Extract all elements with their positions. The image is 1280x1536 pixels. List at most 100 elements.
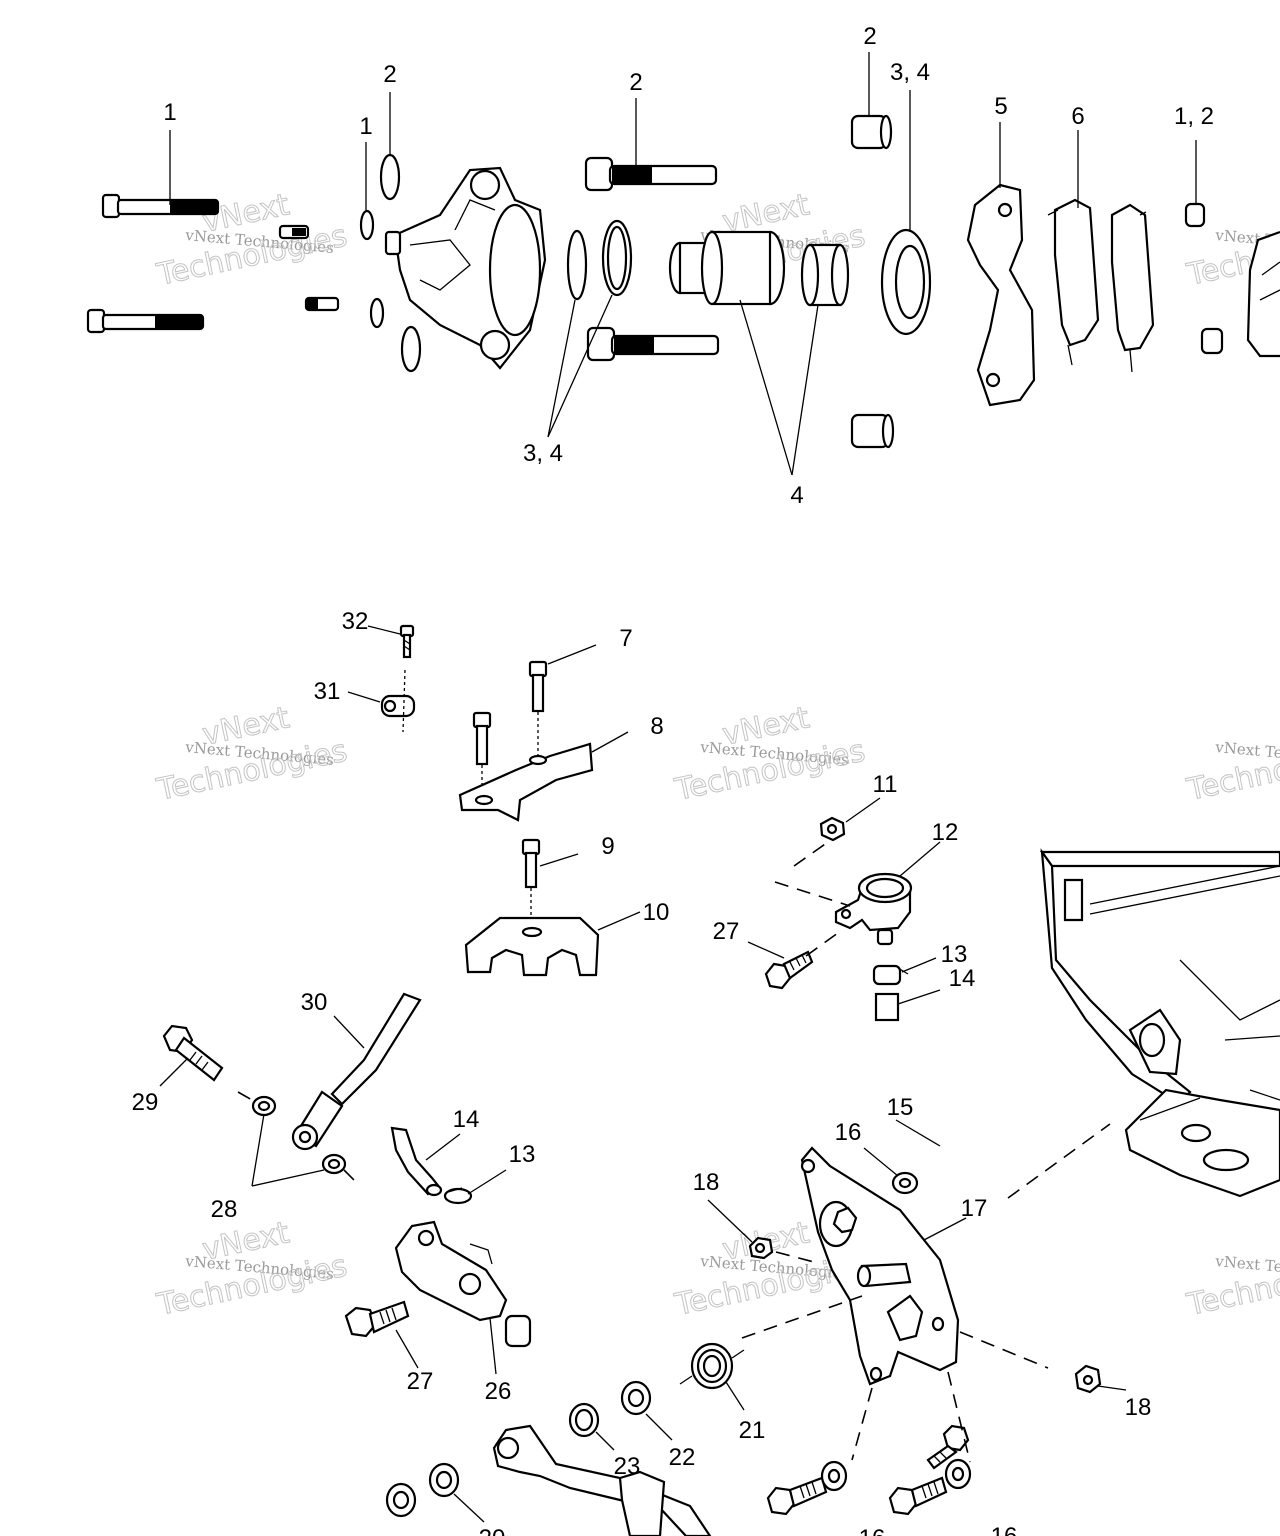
callout-29: 29 xyxy=(132,1089,159,1116)
bleeder-screw-upper xyxy=(278,224,310,240)
pivot-block xyxy=(380,669,416,733)
watermark-mid-right: vNext Technologies Technologies xyxy=(1183,733,1280,809)
callout-16: 16 xyxy=(859,1525,886,1536)
callout-20: 20 xyxy=(479,1525,506,1536)
pedal-mount-bracket xyxy=(800,1146,960,1386)
caliper-bracket xyxy=(966,183,1036,407)
brake-pad-outer xyxy=(1110,203,1155,373)
brake-pad-inner xyxy=(1047,198,1100,366)
callout-32: 32 xyxy=(342,608,369,635)
callout-9: 9 xyxy=(601,833,614,860)
alignment-line-washer xyxy=(237,1091,253,1101)
hose-clamp-upper xyxy=(872,964,909,986)
caliper-bolt-upper xyxy=(101,193,220,219)
callout-7: 7 xyxy=(619,625,632,652)
callout-27: 27 xyxy=(407,1368,434,1395)
seal-washer-small-upper xyxy=(359,209,375,241)
leader-lines-top xyxy=(169,52,1197,476)
brake-fluid-reservoir xyxy=(834,872,913,946)
callout-8: 8 xyxy=(650,713,663,740)
callout-31: 31 xyxy=(314,678,341,705)
callout-27: 27 xyxy=(713,918,740,945)
small-bushing-upper xyxy=(1184,202,1206,228)
seal-washer-small-lower xyxy=(369,297,385,329)
caliper-bolt-lower xyxy=(86,308,205,334)
handlebar-clamp-lower xyxy=(464,916,600,977)
callout-1: 1 xyxy=(359,113,372,140)
callout-16: 16 xyxy=(991,1523,1018,1536)
bleeder-screw-lower xyxy=(304,296,340,312)
callout-16: 16 xyxy=(835,1119,862,1146)
callout-1: 1 xyxy=(163,99,176,126)
hose-clamp-lower xyxy=(443,1187,473,1205)
callout-2: 2 xyxy=(863,23,876,50)
slide-pin-upper xyxy=(584,156,718,192)
callout-18: 18 xyxy=(693,1169,720,1196)
callout-6: 6 xyxy=(1071,103,1084,130)
return-spring xyxy=(679,1342,745,1390)
bracket-washer-bottom-a xyxy=(820,1460,848,1492)
callout-2: 2 xyxy=(383,61,396,88)
bracket-washer-bottom-b xyxy=(944,1458,972,1490)
callout-4: 4 xyxy=(790,482,803,509)
alignment-line-bolt xyxy=(805,929,843,957)
alignment-line-spring xyxy=(741,1295,863,1339)
reservoir-nut xyxy=(819,816,846,842)
alignment-line-nut-lower xyxy=(959,1331,1049,1369)
watermark-mid-left: vNext vNext Technologies Technologies xyxy=(153,700,351,809)
watermark-mid-center: vNext vNext Technologies Technologies xyxy=(671,700,869,809)
callout-2: 2 xyxy=(629,69,642,96)
piston-boot xyxy=(880,228,932,336)
banjo-washer-lower xyxy=(321,1153,347,1175)
slide-pin-lower xyxy=(586,326,720,362)
piston-seal xyxy=(566,229,588,301)
bracket-nut-upper xyxy=(748,1236,774,1260)
callout-13: 13 xyxy=(509,1141,536,1168)
master-cylinder xyxy=(394,1220,532,1348)
callout-17: 17 xyxy=(961,1195,988,1222)
callout-30: 30 xyxy=(301,989,328,1016)
callout-3-4: 3, 4 xyxy=(890,59,930,86)
watermark-bottom-left: vNext vNext Technologies Technologies xyxy=(153,1215,351,1324)
callout-21: 21 xyxy=(739,1417,766,1444)
bushing-lower xyxy=(850,413,895,449)
brake-pedal xyxy=(492,1424,712,1536)
alignment-line-nut-upper xyxy=(775,1251,815,1263)
bushing-upper xyxy=(850,114,893,150)
brake-cable xyxy=(291,992,422,1151)
callout-22: 22 xyxy=(669,1444,696,1471)
pivot-washer xyxy=(620,1380,652,1416)
bracket-washer xyxy=(891,1171,919,1195)
bracket-bolt-bottom-b xyxy=(888,1476,948,1516)
alignment-line-bolt-b xyxy=(947,1371,971,1463)
o-ring-upper xyxy=(379,153,401,201)
callout-10: 10 xyxy=(643,899,670,926)
callout-28: 28 xyxy=(211,1196,238,1223)
callout-12: 12 xyxy=(932,819,959,846)
bracket-bolt-bottom-a xyxy=(766,1476,828,1516)
alignment-line-nut xyxy=(793,841,829,867)
reservoir-hose-upper xyxy=(874,992,900,1022)
callout-13: 13 xyxy=(941,941,968,968)
caliper-piston xyxy=(668,230,786,306)
set-screw xyxy=(399,624,415,659)
bracket-nut-lower xyxy=(1074,1364,1102,1394)
alignment-line-washer-lower xyxy=(343,1169,357,1183)
vehicle-frame-partial xyxy=(1039,848,1280,1198)
outer-caliper-partial xyxy=(1246,230,1280,358)
dust-seal-inner xyxy=(606,225,628,291)
watermark-bottom-right: vNext Technologies Technologies xyxy=(1183,1248,1280,1324)
small-bushing-lower xyxy=(1200,327,1224,355)
alignment-line-frame xyxy=(1007,1123,1111,1199)
lower-clamp-bolt xyxy=(521,838,541,928)
master-cylinder-bolt xyxy=(344,1300,410,1338)
reservoir-mount-bolt xyxy=(764,950,814,990)
alignment-line-reservoir xyxy=(774,881,851,907)
callout-18: 18 xyxy=(1125,1394,1152,1421)
bracket-bolt xyxy=(926,1424,970,1470)
clamp-bolt-short xyxy=(472,711,492,798)
leader-lines-lower xyxy=(159,625,1127,1523)
callout-1-2: 1, 2 xyxy=(1174,103,1214,130)
alignment-line-bolt-a xyxy=(851,1387,873,1461)
